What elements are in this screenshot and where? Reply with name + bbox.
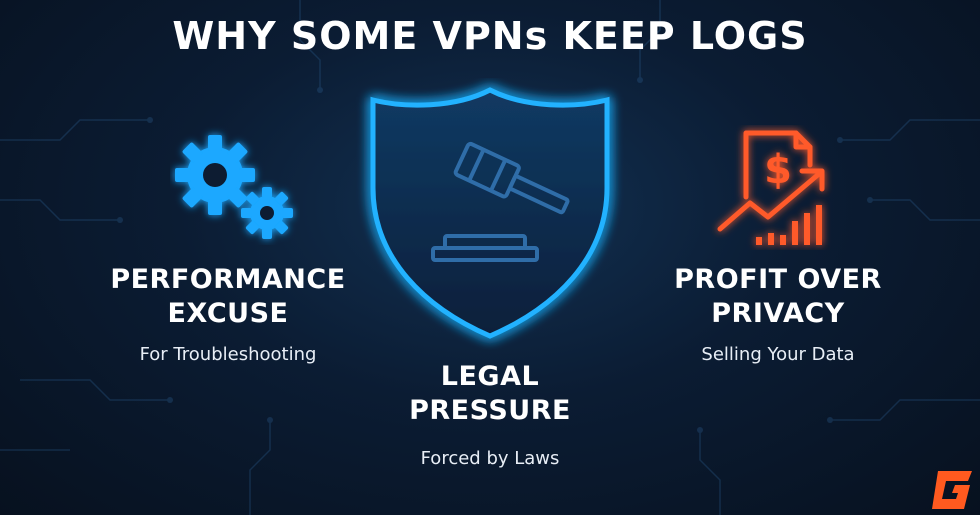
heading-line: PRESSURE: [409, 395, 571, 426]
gears-icon: [175, 135, 293, 239]
heading-line: PERFORMANCE: [110, 264, 346, 295]
heading-line: EXCUSE: [167, 298, 289, 329]
page-title: WHY SOME VPNs KEEP LOGS: [172, 14, 808, 58]
profit-subtitle: Selling Your Data: [701, 344, 855, 365]
dollar-chart-icon: $: [717, 130, 825, 245]
profit-heading: PROFIT OVER PRIVACY: [650, 263, 906, 331]
performance-heading: PERFORMANCE EXCUSE: [100, 263, 356, 331]
svg-text:$: $: [764, 147, 792, 193]
brand-logo: [932, 471, 972, 509]
legal-subtitle: Forced by Laws: [420, 448, 560, 469]
legal-heading: LEGAL PRESSURE: [362, 360, 618, 428]
performance-subtitle: For Troubleshooting: [139, 344, 317, 365]
shield-gavel-icon: [370, 87, 610, 339]
heading-line: PRIVACY: [711, 298, 845, 329]
heading-line: PROFIT OVER: [674, 264, 882, 295]
heading-line: LEGAL: [440, 361, 540, 392]
